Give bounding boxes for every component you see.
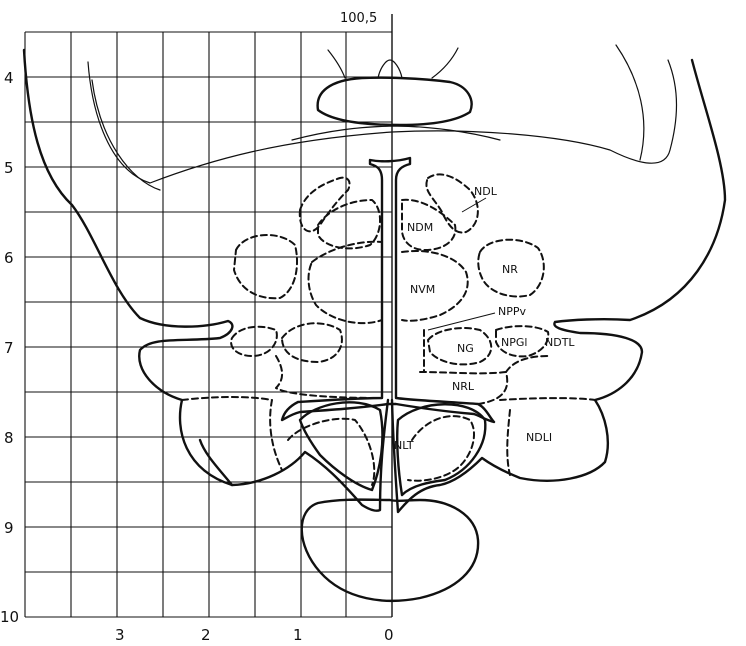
cerebellum-top-lobe	[318, 78, 472, 125]
pituitary-bulb	[302, 500, 478, 601]
dorsal-inner-curve	[92, 80, 160, 190]
ventricle-notch	[378, 60, 402, 78]
label-ndtl: NDTL	[545, 336, 575, 349]
x-tick-label: 0	[384, 626, 394, 644]
ndl-leader-line	[462, 198, 486, 212]
nucleus-left-nr-mirror	[234, 235, 297, 298]
nucleus-left-small	[231, 327, 277, 356]
label-ndli: NDLI	[526, 431, 552, 444]
y-tick-label: 9	[4, 519, 14, 537]
label-nr: NR	[502, 263, 518, 276]
label-nrl: NRL	[452, 380, 475, 393]
label-nppv: NPPv	[498, 305, 526, 318]
x-tick-label: 3	[115, 626, 125, 644]
nucleus-left-ng-mirror	[282, 323, 342, 362]
x-tick-label: 2	[201, 626, 211, 644]
coordinate-grid	[25, 14, 392, 617]
label-npgl: NPGl	[501, 336, 527, 349]
x-tick-label: 1	[293, 626, 303, 644]
y-tick-label: 8	[4, 429, 14, 447]
y-tick-label: 7	[4, 339, 14, 357]
section-outline-left	[24, 50, 388, 511]
label-ndm: NDM	[407, 221, 433, 234]
dorsal-right-curve	[616, 45, 644, 160]
top-curl-left	[328, 50, 345, 78]
nucleus-left-nvm-mirror	[309, 242, 382, 323]
y-tick-label: 10	[0, 608, 19, 626]
top-curl-right	[432, 48, 458, 78]
label-nlt: NLT	[394, 439, 414, 452]
dorsal-band	[292, 126, 500, 140]
label-ng: NG	[457, 342, 474, 355]
y-tick-label: 6	[4, 249, 14, 267]
nucleus-left-lower	[182, 397, 282, 470]
nucleus-nlt	[408, 416, 474, 481]
y-tick-label: 5	[4, 159, 14, 177]
nucleus-ndl	[426, 174, 478, 232]
label-nvm: NVM	[410, 283, 435, 296]
nucleus-left-upper	[300, 178, 350, 232]
nucleus-ndtl	[506, 356, 548, 372]
y-tick-label: 4	[4, 69, 14, 87]
stereotaxic-plane-label: 100,5	[340, 11, 377, 26]
label-ndl: NDL	[474, 185, 498, 198]
